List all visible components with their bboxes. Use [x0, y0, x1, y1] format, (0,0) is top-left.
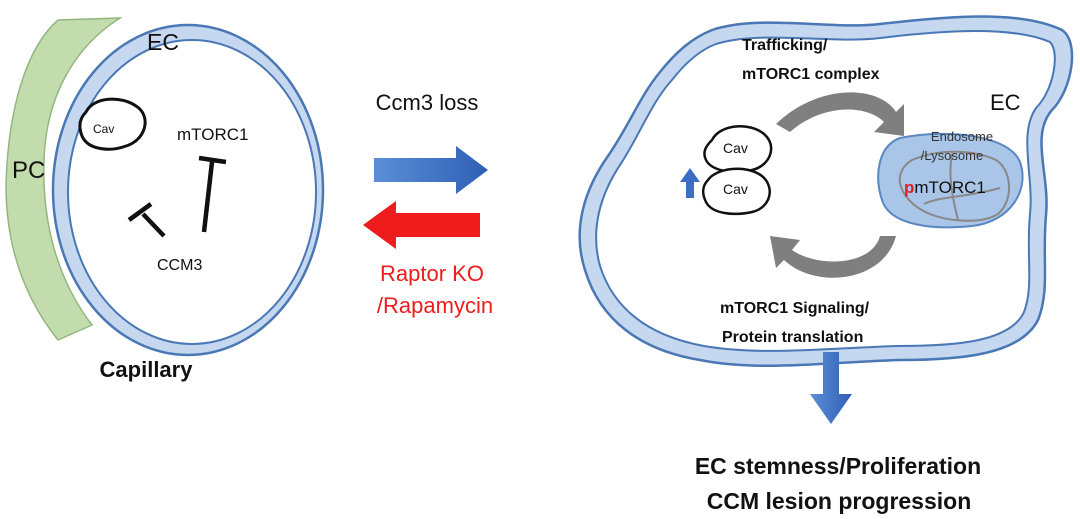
trafficking-label-1: Trafficking/: [742, 37, 828, 54]
cav-bottom-label: Cav: [723, 181, 748, 197]
ec-cell-label: EC: [990, 90, 1021, 115]
signaling-cycle-arrow: [770, 236, 896, 278]
endosome-label: Endosome: [931, 129, 993, 144]
mtorc1-label-right: mTORC1: [914, 178, 985, 197]
ccm3-label: CCM3: [157, 257, 202, 274]
reverse-red-arrow: [363, 201, 480, 249]
outcome-line-1: EC stemness/Proliferation: [695, 453, 981, 479]
cav-top-label: Cav: [723, 140, 748, 156]
ccm3-inhibit-bar: [127, 202, 153, 222]
outcome-line-2: CCM lesion progression: [707, 488, 972, 514]
endosome-inner-vesicles: [898, 150, 1011, 222]
increase-up-arrow: [680, 168, 700, 198]
phospho-prefix: p: [904, 178, 914, 197]
forward-blue-arrow: [374, 146, 488, 194]
lysosome-label: /Lysosome: [921, 148, 983, 163]
transition-arrows: Ccm3 loss Raptor KO /Rapamycin: [363, 90, 493, 318]
ec-cell-panel: EC Trafficking/ mTORC1 complex Cav Cav E…: [578, 15, 1074, 514]
pc-label: PC: [12, 157, 45, 184]
signaling-label-1: mTORC1 Signaling/: [720, 300, 870, 317]
ccm3-inhibit-shaft: [141, 212, 166, 238]
capillary-lumen: [67, 39, 317, 345]
ec-cell-inner: [595, 30, 1056, 352]
p-mtorc1-label: pmTORC1: [904, 178, 986, 197]
mtorc1-inhibit-bar: [198, 155, 227, 165]
raptor-ko-label: Raptor KO: [380, 261, 484, 286]
pericyte-shape: [5, 17, 123, 341]
mtorc1-inhibit-shaft: [201, 161, 215, 233]
cav-bottom-blob: [702, 167, 771, 216]
mtorc1-label-left: mTORC1: [177, 125, 248, 144]
capillary-ec-label: EC: [147, 29, 179, 55]
rapamycin-label: /Rapamycin: [377, 293, 493, 318]
ccm3-loss-label: Ccm3 loss: [376, 90, 479, 115]
capillary-panel: PC EC Cav mTORC1 CCM3 Capillary: [5, 17, 325, 382]
trafficking-label-2: mTORC1 complex: [742, 66, 880, 83]
cav-label-left: Cav: [93, 122, 114, 136]
outcome-down-arrow: [810, 352, 852, 424]
capillary-caption: Capillary: [100, 357, 194, 382]
trafficking-cycle-arrow: [776, 92, 904, 136]
signaling-label-2: Protein translation: [722, 329, 863, 346]
cav-blob: [78, 97, 147, 151]
